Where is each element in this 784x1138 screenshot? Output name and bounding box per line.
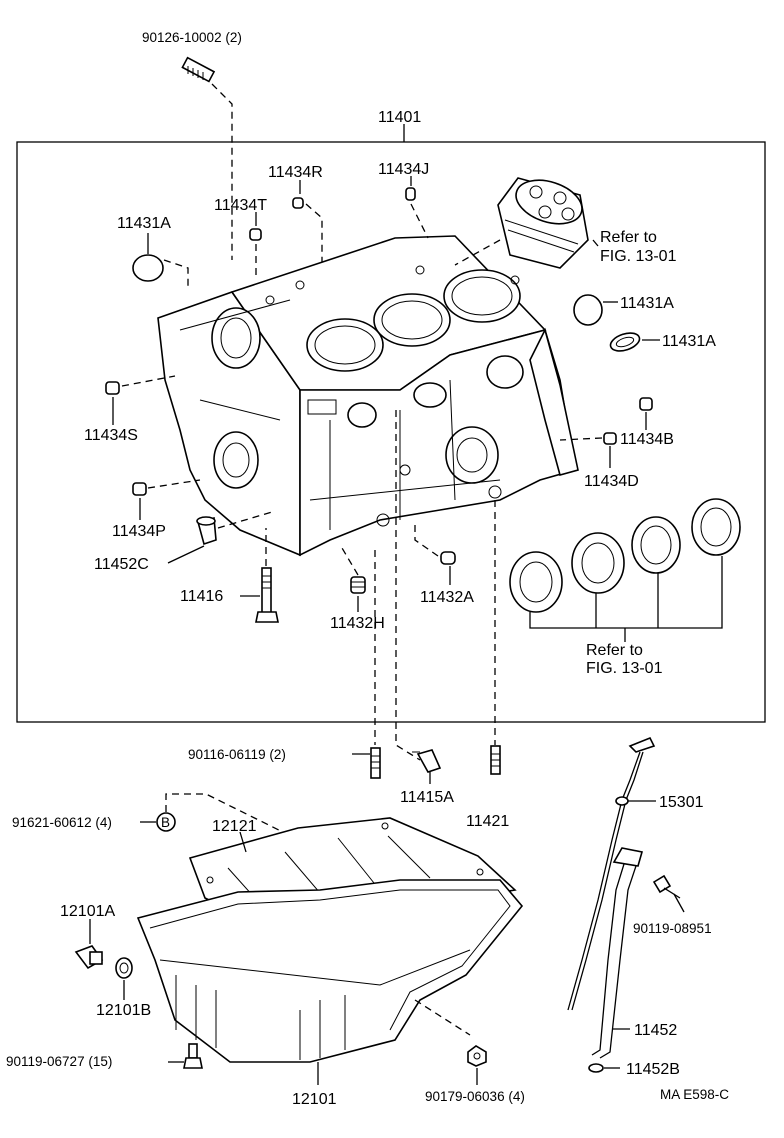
- label-refer-bearing-1: Refer to: [586, 642, 643, 659]
- label-plug-11434T: 11434T: [214, 197, 267, 214]
- label-plug-11434R: 11434R: [268, 164, 323, 181]
- label-plug-11434B: 11434B: [620, 431, 674, 448]
- label-gasket-12121: 12121: [212, 818, 257, 835]
- gasket-12101B-part: [115, 957, 133, 979]
- nut-b-symbol: [156, 812, 176, 832]
- plug-11434P-part: [132, 479, 201, 496]
- label-cup-plug-11431A-left: 11431A: [117, 215, 171, 232]
- plug-11434D-part: [559, 432, 617, 445]
- plug-11452C-leader: [167, 545, 205, 564]
- block-plug-dash: [395, 410, 421, 761]
- label-stud-top: 90126-10002 (2): [142, 30, 242, 45]
- label-b-symbol: B: [161, 815, 170, 830]
- label-bolt-90119-06727: 90119-06727 (15): [6, 1054, 112, 1069]
- piston-part: [497, 177, 589, 269]
- label-pin-11421: 11421: [466, 813, 509, 830]
- plug-11434R-part: [292, 197, 323, 262]
- label-plug-11432H: 11432H: [330, 615, 385, 632]
- label-nut-90179: 90179-06036 (4): [425, 1089, 525, 1104]
- oring-11452B-part: [588, 1063, 604, 1073]
- cup-plug-11431A-left-part: [132, 254, 189, 290]
- plug-11434S-part: [105, 375, 176, 395]
- stud-top-leader: [211, 83, 233, 260]
- oil-gauge-15301-part: [567, 736, 656, 1011]
- label-nut-b: 91621-60612 (4): [12, 815, 112, 830]
- bolt-90119-08951-part: [652, 874, 681, 899]
- label-figure-code: MA E598-C: [660, 1087, 729, 1102]
- plug-11434B-part: [639, 397, 653, 411]
- oil-pan-nut-dash: [414, 999, 471, 1036]
- label-drain-plug-12101A: 12101A: [60, 903, 115, 920]
- plug-11432H-part: [341, 547, 366, 594]
- plug-11452C-part: [196, 511, 273, 546]
- drain-plug-12101A-part: [74, 945, 104, 970]
- label-plug-11434P: 11434P: [112, 523, 166, 540]
- label-plug-11434S: 11434S: [84, 427, 138, 444]
- label-refer-piston-1: Refer to: [600, 229, 657, 246]
- refer-piston-leader: [592, 239, 599, 247]
- label-oil-gauge-15301: 15301: [659, 794, 704, 811]
- cup-plug-11431A-right-part: [573, 294, 603, 326]
- label-plug-11432A: 11432A: [420, 589, 474, 606]
- seal-11431A-part: [609, 332, 641, 352]
- label-cup-plug-11431A-right: 11431A: [620, 295, 674, 312]
- label-oil-pan-12101: 12101: [292, 1091, 337, 1108]
- pin-11421-part: [490, 745, 501, 775]
- bolt-11416-part: [255, 528, 279, 623]
- bolt-90119-08951-leader: [673, 893, 685, 913]
- guide-11452-part: [591, 847, 644, 1059]
- oil-pan-12101-part: [136, 879, 524, 1063]
- plug-11434J-part: [405, 187, 429, 239]
- piston-leader: [454, 239, 501, 266]
- stud-top-part: [181, 56, 216, 83]
- label-refer-bearing-2: FIG. 13-01: [586, 660, 663, 677]
- label-gasket-12101B: 12101B: [96, 1002, 151, 1019]
- label-oring-11452B: 11452B: [626, 1061, 680, 1078]
- label-refer-piston-2: FIG. 13-01: [600, 248, 677, 265]
- gasket-12121-leader: [239, 831, 247, 853]
- label-plug-11434D: 11434D: [584, 473, 639, 490]
- label-plug-11434J: 11434J: [378, 161, 429, 178]
- block-assembly-frame: [16, 141, 766, 723]
- bearings-bracket: [529, 556, 723, 642]
- nut-90179-part: [467, 1045, 487, 1067]
- plug-11434T-part: [249, 228, 262, 278]
- label-plug-11415A: 11415A: [400, 789, 454, 806]
- stud-mid-part: [370, 747, 381, 779]
- label-stud-mid: 90116-06119 (2): [188, 747, 286, 762]
- bolt-90119-06727-part: [183, 1043, 203, 1069]
- label-plug-11452C: 11452C: [94, 556, 149, 573]
- plug-11432A-part: [414, 520, 456, 565]
- nut-b-leader: [165, 793, 296, 839]
- engine-block-part: [157, 235, 579, 557]
- plug-11415A-part: [412, 749, 442, 773]
- label-bolt-90119-08951: 90119-08951: [633, 921, 712, 936]
- label-guide-11452: 11452: [634, 1022, 677, 1039]
- label-block-assembly: 11401: [378, 109, 421, 126]
- crank-bearings-part: [509, 498, 741, 613]
- label-bolt-11416: 11416: [180, 588, 223, 605]
- label-seal-11431A: 11431A: [662, 333, 716, 350]
